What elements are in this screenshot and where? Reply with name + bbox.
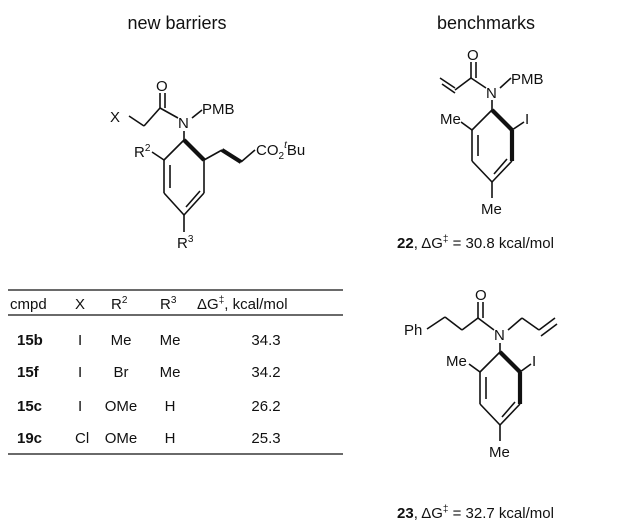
atom-n: N — [178, 115, 189, 132]
label-pmb: PMB — [511, 71, 544, 88]
label-ph: Ph — [404, 322, 422, 339]
col-cmpd: cmpd — [10, 296, 47, 313]
col-r2: R2 — [111, 295, 128, 313]
svg-text:H: H — [165, 430, 176, 447]
structure-15: X O N PMB R2 R3 CO2tBu — [110, 78, 305, 252]
table-row: 19c Cl OMe H 25.3 — [17, 430, 281, 447]
label-me: Me — [489, 444, 510, 461]
table-row: 15c I OMe H 26.2 — [17, 398, 281, 415]
svg-text:15f: 15f — [17, 364, 40, 381]
caption-22: 22, ΔG‡ = 30.8 kcal/mol — [397, 234, 554, 252]
header-benchmarks: benchmarks — [437, 13, 535, 33]
table-row: 15b I Me Me 34.3 — [17, 332, 281, 349]
atom-o: O — [467, 47, 479, 64]
svg-text:Me: Me — [160, 332, 181, 349]
structure-22: O N PMB Me I Me — [439, 47, 544, 218]
barrier-table: cmpd X R2 R3 ΔG‡, kcal/mol 15b I Me Me 3… — [8, 289, 343, 455]
atom-o: O — [475, 287, 487, 304]
svg-text:15c: 15c — [17, 398, 42, 415]
label-pmb: PMB — [202, 101, 235, 118]
svg-text:Br: Br — [114, 364, 129, 381]
svg-text:H: H — [165, 398, 176, 415]
svg-text:I: I — [78, 398, 82, 415]
svg-text:15b: 15b — [17, 332, 43, 349]
header-new-barriers: new barriers — [127, 13, 226, 33]
label-ester: CO2tBu — [256, 140, 305, 162]
svg-text:I: I — [78, 332, 82, 349]
svg-text:Me: Me — [160, 364, 181, 381]
structure-23: Ph O N Me I Me — [404, 287, 558, 461]
col-x: X — [75, 296, 85, 313]
svg-text:25.3: 25.3 — [251, 430, 280, 447]
svg-text:34.2: 34.2 — [251, 364, 280, 381]
atom-n: N — [494, 327, 505, 344]
atom-i: I — [532, 353, 536, 370]
svg-text:OMe: OMe — [105, 430, 138, 447]
table-row: 15f I Br Me 34.2 — [17, 364, 281, 381]
svg-text:Me: Me — [111, 332, 132, 349]
caption-23: 23, ΔG‡ = 32.7 kcal/mol — [397, 504, 554, 522]
svg-text:I: I — [78, 364, 82, 381]
label-me: Me — [440, 111, 461, 128]
label-me: Me — [481, 201, 502, 218]
svg-text:19c: 19c — [17, 430, 42, 447]
atom-n: N — [486, 85, 497, 102]
svg-text:Cl: Cl — [75, 430, 89, 447]
col-r3: R3 — [160, 295, 177, 313]
svg-text:26.2: 26.2 — [251, 398, 280, 415]
atom-x: X — [110, 109, 120, 126]
label-me: Me — [446, 353, 467, 370]
svg-text:34.3: 34.3 — [251, 332, 280, 349]
atom-o: O — [156, 78, 168, 95]
svg-text:OMe: OMe — [105, 398, 138, 415]
atom-i: I — [525, 111, 529, 128]
label-r3: R3 — [177, 234, 194, 252]
col-dg: ΔG‡, kcal/mol — [197, 295, 288, 313]
label-r2: R2 — [134, 143, 151, 161]
